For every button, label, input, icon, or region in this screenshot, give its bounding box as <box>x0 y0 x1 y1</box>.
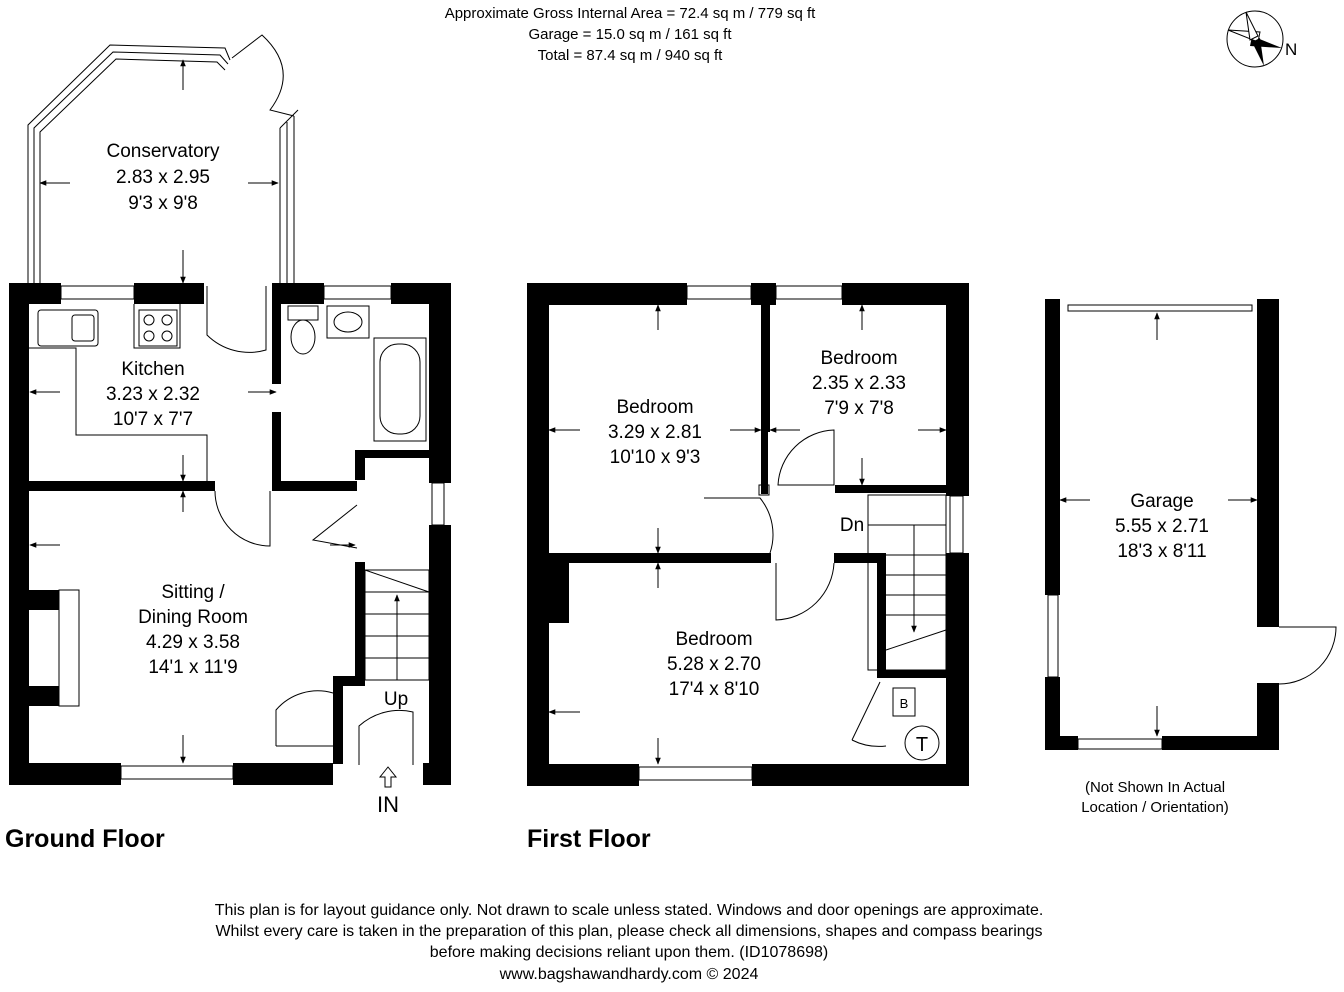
website-copyright[interactable]: www.bagshawandhardy.com © 2024 <box>499 966 759 983</box>
garage-note-line1: (Not Shown In Actual <box>1085 779 1225 796</box>
bedroom3-name: Bedroom <box>675 629 752 650</box>
ground-floor-plan <box>9 34 451 788</box>
bedroom1-metric: 3.29 x 2.81 <box>608 422 702 443</box>
window <box>775 285 843 300</box>
door <box>704 497 774 554</box>
entrance-door <box>358 709 414 765</box>
door <box>311 504 358 549</box>
sitting-name-line1: Sitting / <box>161 582 225 603</box>
disclaimer-line2: Whilst every care is taken in the prepar… <box>215 923 1042 940</box>
ground-floor-title: Ground Floor <box>5 825 165 853</box>
sitting-name-line2: Dining Room <box>138 607 248 628</box>
kitchen-name: Kitchen <box>121 359 184 380</box>
garage-plan <box>1045 299 1337 750</box>
bath-icon <box>373 337 427 442</box>
toilet-icon <box>287 305 319 355</box>
door <box>851 681 881 741</box>
door <box>1278 626 1337 685</box>
kitchen-imperial: 10'7 x 7'7 <box>113 409 193 430</box>
door <box>777 429 835 486</box>
hob-icon <box>138 309 178 347</box>
garage-metric: 5.55 x 2.71 <box>1115 516 1209 537</box>
window <box>323 285 392 300</box>
garage-imperial: 18'3 x 8'11 <box>1117 541 1206 562</box>
dimension-arrows <box>29 59 356 764</box>
staircase <box>867 494 947 671</box>
first-floor-plan <box>527 283 969 786</box>
tank-label: T <box>916 734 928 756</box>
bedroom2-metric: 2.35 x 2.33 <box>812 373 906 394</box>
boiler-box <box>892 687 916 717</box>
bedroom2-imperial: 7'9 x 7'8 <box>824 398 894 419</box>
basin-icon <box>326 305 370 339</box>
wall-west <box>9 283 29 783</box>
window <box>120 765 234 780</box>
entrance-label: IN <box>377 792 399 817</box>
door <box>775 562 835 621</box>
disclaimer-line1: This plan is for layout guidance only. N… <box>215 902 1044 919</box>
window <box>60 285 135 300</box>
conservatory-name: Conservatory <box>107 141 220 162</box>
gross-area-text: Approximate Gross Internal Area = 72.4 s… <box>445 5 816 22</box>
door <box>275 690 334 746</box>
first-floor-title: First Floor <box>527 825 651 853</box>
garage-area-text: Garage = 15.0 sq m / 161 sq ft <box>528 26 732 43</box>
window <box>638 766 753 781</box>
sitting-imperial: 14'1 x 11'9 <box>148 657 237 678</box>
stairs-up-label: Up <box>384 689 408 710</box>
window <box>1047 594 1059 678</box>
window <box>1077 738 1163 750</box>
conservatory-metric: 2.83 x 2.95 <box>116 167 210 188</box>
dimension-arrows <box>548 304 947 765</box>
compass-north-label: N <box>1285 40 1297 59</box>
entrance-arrow-icon <box>378 766 398 788</box>
tank-circle <box>904 725 940 761</box>
garage-door <box>1067 304 1253 312</box>
compass-rose-icon <box>1226 10 1284 68</box>
bedroom2-name: Bedroom <box>820 348 897 369</box>
sink-icon <box>37 309 99 347</box>
garage-name: Garage <box>1130 491 1193 512</box>
total-area-text: Total = 87.4 sq m / 940 sq ft <box>538 47 724 64</box>
door <box>214 490 271 547</box>
window <box>431 482 445 526</box>
bedroom1-name: Bedroom <box>616 397 693 418</box>
boiler-label: B <box>900 696 909 711</box>
bedroom3-metric: 5.28 x 2.70 <box>667 654 761 675</box>
dimension-arrows <box>1059 312 1258 737</box>
window <box>949 495 964 554</box>
door <box>206 286 267 353</box>
stairs-down-label: Dn <box>840 515 864 536</box>
sitting-metric: 4.29 x 3.58 <box>146 632 240 653</box>
disclaimer-line3: before making decisions reliant upon the… <box>430 944 828 961</box>
bedroom3-imperial: 17'4 x 8'10 <box>669 679 760 700</box>
bedroom1-imperial: 10'10 x 9'3 <box>610 447 701 468</box>
staircase <box>364 569 430 681</box>
garage-note-line2: Location / Orientation) <box>1081 799 1229 816</box>
kitchen-metric: 3.23 x 2.32 <box>106 384 200 405</box>
window <box>686 285 752 300</box>
conservatory-imperial: 9'3 x 9'8 <box>128 193 198 214</box>
conservatory-outline <box>27 34 299 283</box>
